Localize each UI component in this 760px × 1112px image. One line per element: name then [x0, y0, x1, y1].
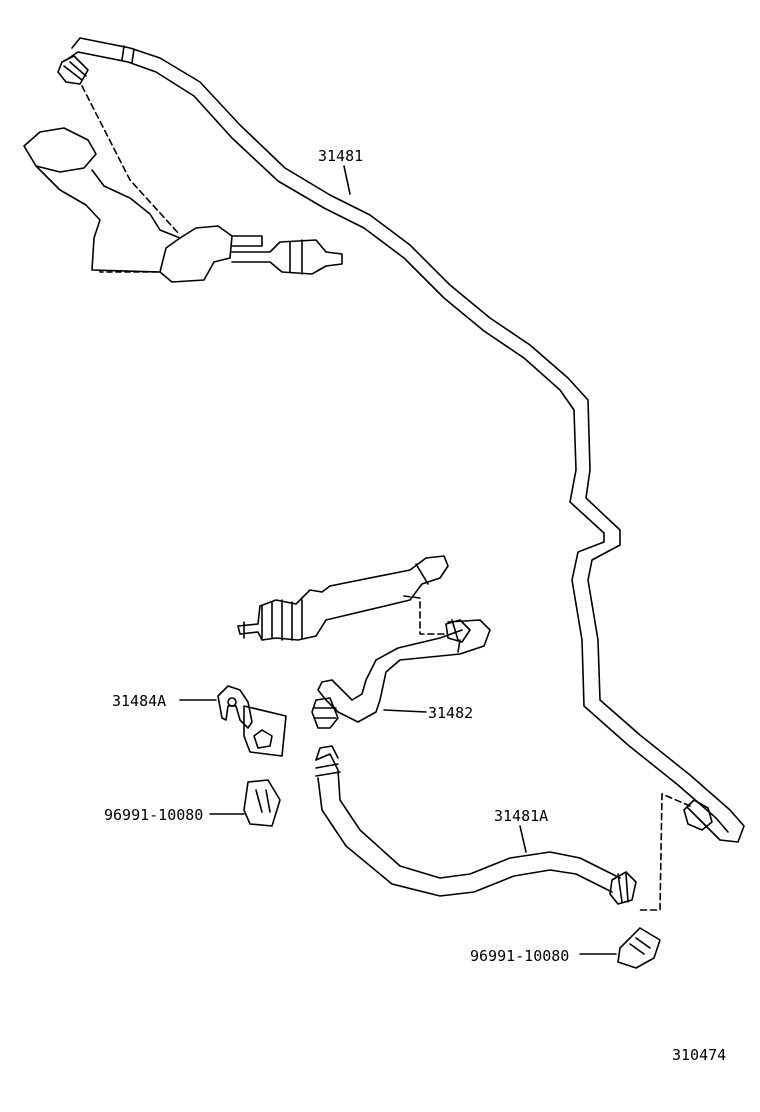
master-cylinder — [23, 127, 343, 283]
label-part-31482: 31482 — [428, 704, 474, 722]
release-cylinder — [237, 555, 449, 641]
label-clip-lower: 96991-10080 — [470, 947, 570, 965]
reference-number: 310474 — [672, 1046, 727, 1064]
leader-31482 — [383, 709, 427, 713]
leader-31481a — [519, 825, 527, 853]
fitting-upper-left — [57, 55, 89, 85]
bracket-31484a — [217, 685, 287, 757]
fitting-right — [683, 799, 713, 831]
label-part-31484a: 31484A — [112, 692, 167, 710]
tube-31482 — [311, 619, 491, 729]
connector-dash-upper — [81, 85, 181, 236]
tube-31481a — [315, 745, 637, 905]
clip-lower — [617, 927, 661, 969]
tube-31481 — [65, 37, 745, 843]
clip-upper — [243, 779, 281, 827]
leader-31481 — [343, 165, 351, 195]
connector-dash-middle — [403, 595, 447, 635]
label-clip-upper: 96991-10080 — [104, 806, 204, 824]
label-part-31481: 31481 — [318, 147, 364, 165]
label-part-31481a: 31481A — [494, 807, 549, 825]
connector-dash-right — [637, 793, 691, 911]
